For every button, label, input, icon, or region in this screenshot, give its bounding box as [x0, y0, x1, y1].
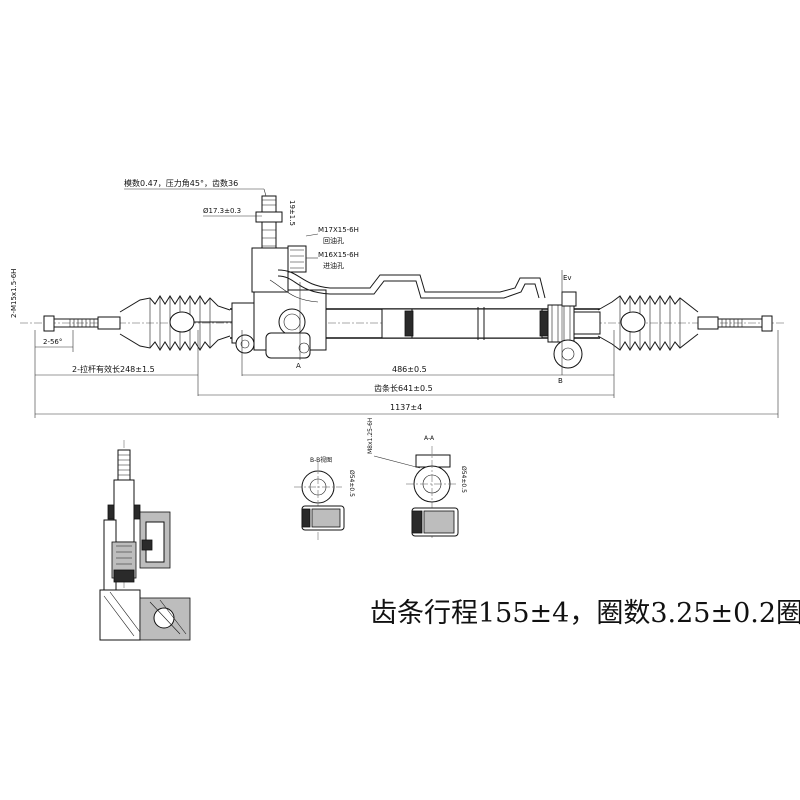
- aa-section-view: A-A M8x1.25-6H Ø54±0.5: [367, 418, 467, 540]
- bb-section-view: B-B视图 Ø54±0.5: [294, 456, 355, 540]
- pinion-length-note: 19±1.5: [288, 200, 296, 226]
- bb-diameter: Ø54±0.5: [348, 470, 355, 497]
- right-tie-rod-end: [697, 315, 773, 332]
- left-thread-note: 2-M15x1.5-6H: [10, 269, 18, 318]
- inlet-port-label: 进油孔: [323, 261, 344, 270]
- left-tie-rod-end: [43, 315, 121, 332]
- return-port-thread: M17X15-6H: [318, 226, 359, 234]
- ev-label: Ev: [563, 274, 572, 282]
- main-assembly: A B Ev: [20, 195, 785, 385]
- shaft-diameter-note: Ø17.3±0.3: [203, 207, 241, 215]
- center-span-dim: 486±0.5: [392, 365, 427, 374]
- dimension-lines: 2-56° 2-拉杆有效长248±1.5 486±0.5 齿条长641±0.5 …: [34, 330, 779, 418]
- section-a-label: A: [296, 362, 301, 370]
- rack-travel-caption: 齿条行程155±4，圈数3.25±0.2圈: [370, 598, 800, 629]
- callouts: 模数0.47，压力角45°，齿数36 Ø17.3±0.3 19±1.5 M17X…: [10, 178, 359, 318]
- inlet-port-thread: M16X15-6H: [318, 251, 359, 259]
- pinion-section-view: [99, 440, 191, 641]
- left-bellows: [119, 295, 232, 351]
- rack-housing: [230, 195, 601, 369]
- aa-thread: M8x1.25-6H: [367, 418, 374, 454]
- gear-spec-note: 模数0.47，压力角45°，齿数36: [124, 178, 238, 188]
- right-bellows: [597, 295, 699, 351]
- angle-dim: 2-56°: [43, 338, 62, 346]
- rack-length-dim: 齿条长641±0.5: [374, 383, 433, 393]
- section-b-label: B: [558, 377, 563, 385]
- tie-rod-dim: 2-拉杆有效长248±1.5: [72, 364, 155, 374]
- aa-title: A-A: [424, 435, 435, 442]
- bb-title: B-B视图: [310, 456, 332, 464]
- overall-length-dim: 1137±4: [390, 403, 422, 412]
- return-port-label: 回油孔: [323, 236, 344, 245]
- aa-diameter: Ø54±0.5: [460, 466, 467, 493]
